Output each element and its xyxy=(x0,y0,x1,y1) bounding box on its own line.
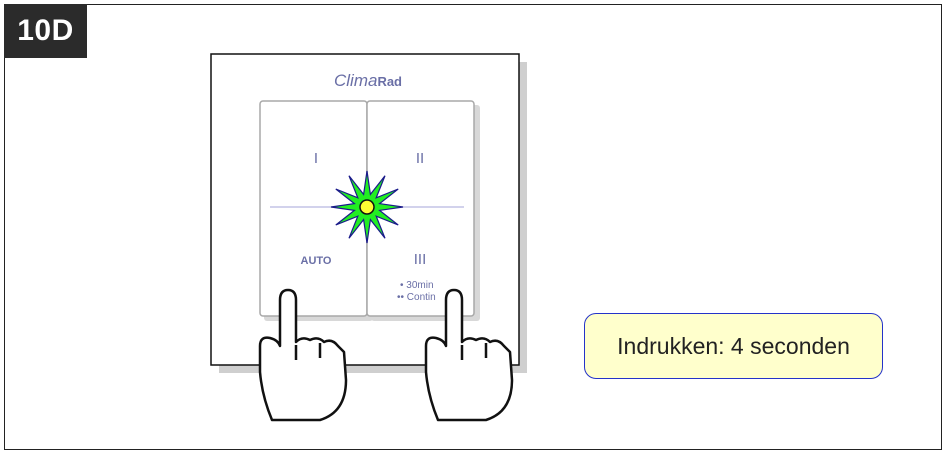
label-auto: AUTO xyxy=(301,255,332,267)
brand-logo: ClimaRad xyxy=(334,71,402,90)
label-30min: • 30min xyxy=(400,280,434,291)
pointing-hand-icon-right xyxy=(424,288,514,422)
label-speed-2: II xyxy=(416,150,424,167)
step-badge: 10D xyxy=(4,4,87,58)
label-continuous: •• Contin xyxy=(397,292,436,303)
green-led-flash-icon xyxy=(330,170,404,244)
pointing-hand-icon xyxy=(258,288,348,422)
label-speed-3: III xyxy=(414,251,427,268)
instruction-box: Indrukken: 4 seconden xyxy=(584,313,883,379)
label-speed-1: I xyxy=(314,150,318,167)
